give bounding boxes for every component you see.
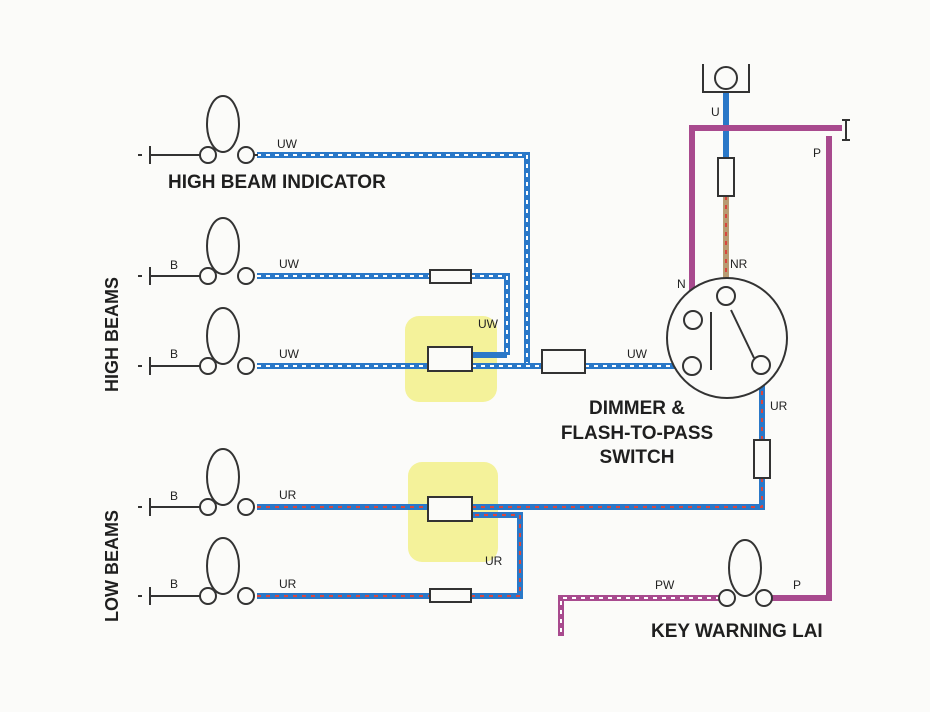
dimmer-switch	[666, 277, 788, 399]
wire-purple	[558, 125, 842, 636]
label-high-beams: HIGH BEAMS	[102, 277, 122, 392]
feed-terminal	[702, 64, 750, 93]
connector-low-beam-dual	[427, 496, 473, 522]
wire-pw	[558, 595, 720, 636]
connector-high-beam-dual	[427, 346, 473, 372]
code-b-high-2: B	[170, 347, 178, 361]
code-uw-high-1: UW	[279, 257, 300, 271]
bulb-low-beam-2	[138, 537, 255, 605]
connector-ur	[753, 439, 771, 479]
bulb-high-beam-2	[138, 307, 255, 375]
bulb-low-beam-1	[138, 448, 255, 516]
code-ur-low-2: UR	[279, 577, 297, 591]
label-dimmer-1: DIMMER &	[589, 398, 685, 419]
label-dimmer-3: SWITCH	[600, 447, 675, 468]
connector-high-beam-1	[429, 269, 472, 284]
connector-low-beam-2	[429, 588, 472, 603]
code-uw-switch: UW	[627, 347, 648, 361]
bulb-key-warning	[718, 539, 773, 607]
wire-ur	[257, 376, 765, 599]
code-p-warning: P	[793, 578, 801, 592]
code-b-low-1: B	[170, 489, 178, 503]
label-low-beams: LOW BEAMS	[102, 510, 122, 622]
connector-switch-input	[541, 349, 586, 374]
code-ur-low-1: UR	[279, 488, 297, 502]
code-uw-indicator: UW	[277, 137, 298, 151]
code-uw-high-2: UW	[279, 347, 300, 361]
label-high-beam-indicator: HIGH BEAM INDICATOR	[168, 172, 386, 193]
edge-connector	[842, 119, 850, 141]
label-dimmer-2: FLASH-TO-PASS	[561, 423, 713, 444]
code-ur-low-link: UR	[485, 554, 503, 568]
connector-feed	[717, 157, 735, 197]
wire-uw	[257, 152, 683, 369]
code-p-top: P	[813, 146, 821, 160]
bulb-high-beam-indicator	[138, 95, 258, 164]
code-b-low-2: B	[170, 577, 178, 591]
wire-n	[689, 125, 842, 310]
code-b-high-1: B	[170, 258, 178, 272]
code-u: U	[711, 105, 720, 119]
wire-p	[770, 136, 832, 601]
bulb-high-beam-1	[138, 217, 255, 285]
code-pw: PW	[655, 578, 675, 592]
code-n: N	[677, 277, 686, 291]
label-key-warning: KEY WARNING LAI	[651, 621, 823, 642]
code-uw-high-link: UW	[478, 317, 499, 331]
code-nr: NR	[730, 257, 748, 271]
code-ur-switch: UR	[770, 399, 788, 413]
